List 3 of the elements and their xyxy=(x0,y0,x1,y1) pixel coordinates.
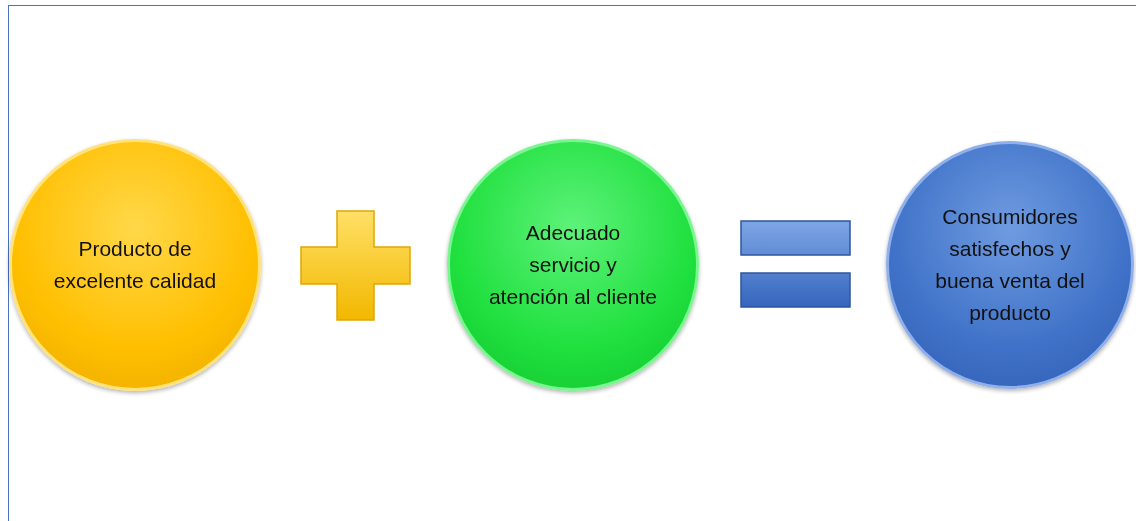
node-label: Consumidores satisfechos y buena venta del producto xyxy=(934,204,1086,326)
node-label: Adecuado servicio y atención al cliente xyxy=(488,220,658,310)
node-label: Producto de excelente calidad xyxy=(52,236,218,294)
